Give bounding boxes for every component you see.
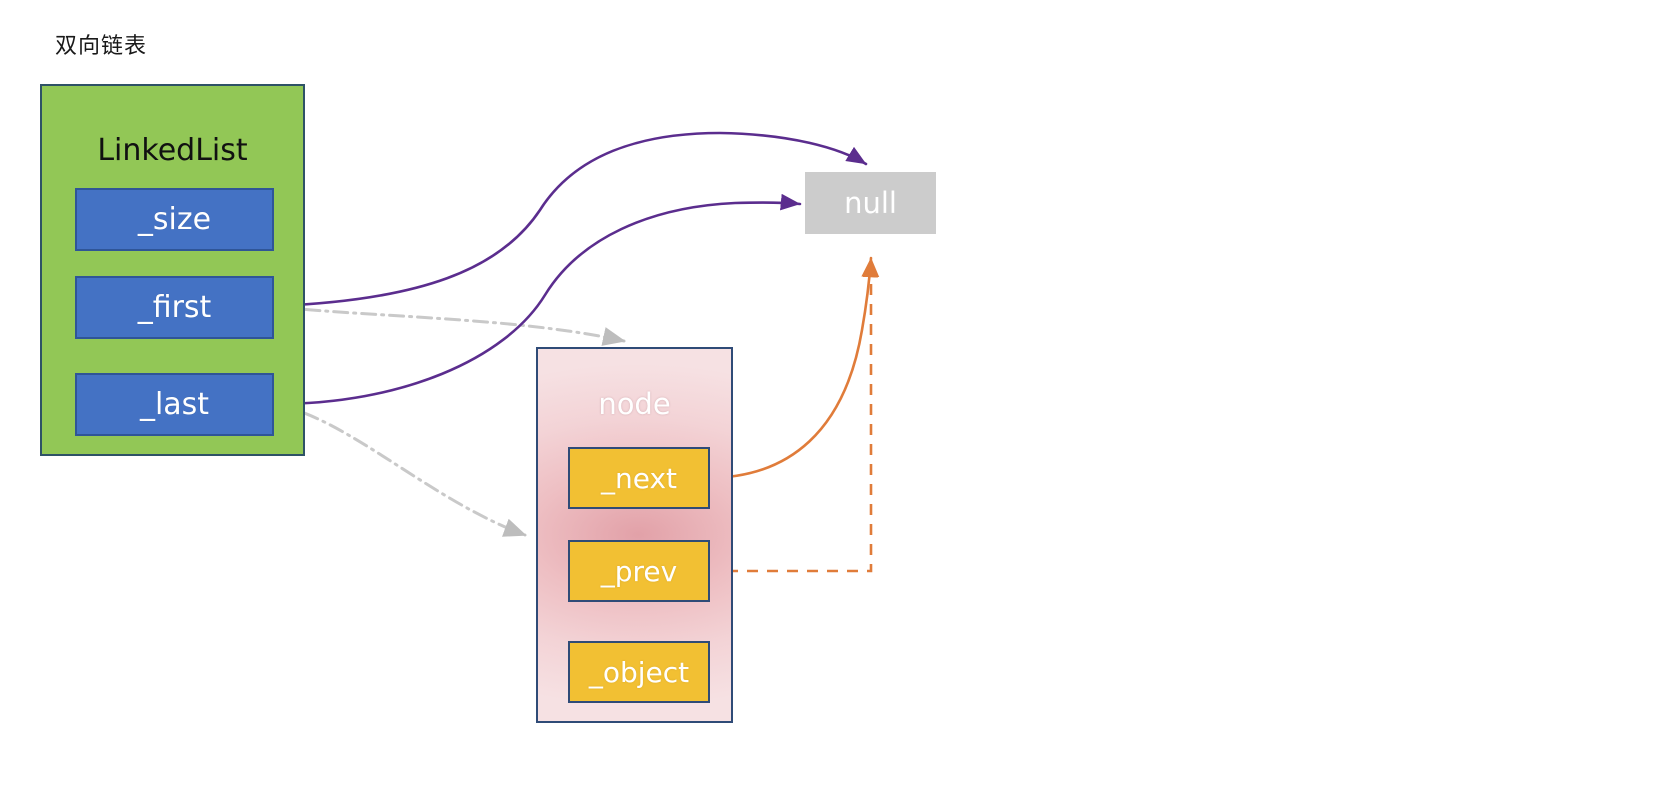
linkedlist-field-size[interactable]: _size xyxy=(75,188,274,251)
linkedlist-field-last[interactable]: _last xyxy=(75,373,274,436)
linkedlist-box[interactable]: LinkedList _size _first _last xyxy=(40,84,305,456)
node-box[interactable]: node _next _prev _object xyxy=(536,347,733,723)
node-field-object[interactable]: _object xyxy=(568,641,710,703)
node-title: node xyxy=(598,387,671,421)
linkedlist-title: LinkedList xyxy=(97,133,248,168)
edge-last-to-node xyxy=(276,403,527,537)
node-field-next[interactable]: _next xyxy=(568,447,710,509)
null-box[interactable]: null xyxy=(805,172,936,234)
page-title: 双向链表 xyxy=(55,34,148,59)
edge-first-to-null xyxy=(274,131,868,308)
edge-first-to-node xyxy=(276,305,626,346)
linkedlist-field-first[interactable]: _first xyxy=(75,276,274,339)
node-field-prev[interactable]: _prev xyxy=(568,540,710,602)
